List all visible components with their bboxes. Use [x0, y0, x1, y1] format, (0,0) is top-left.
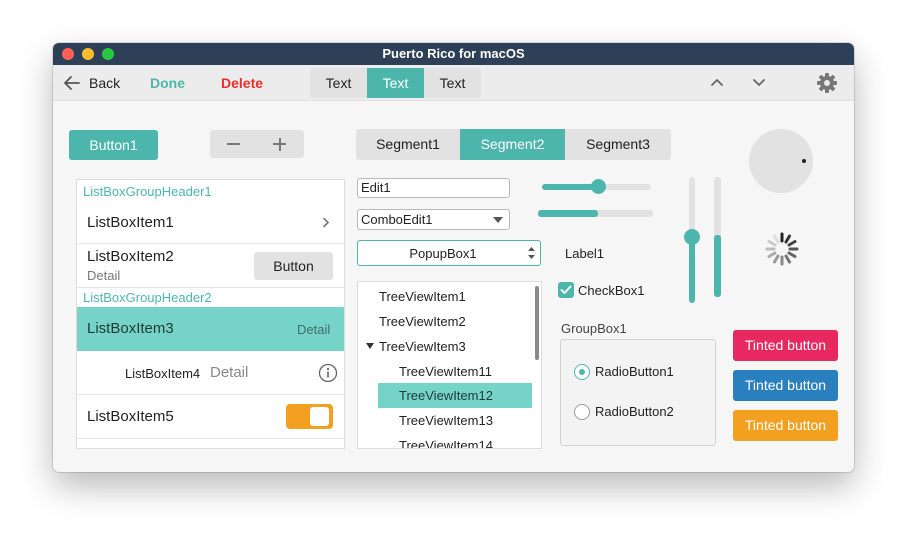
combo-edit1-value: ComboEdit1	[361, 212, 433, 227]
chevron-up-icon[interactable]	[710, 77, 724, 87]
listbox-group-header-2: ListBoxGroupHeader2	[83, 290, 212, 305]
minimize-window-button[interactable]	[82, 48, 94, 60]
toolbar-segment-3[interactable]: Text	[439, 75, 466, 91]
segment-1[interactable]: Segment1	[376, 136, 440, 152]
arrow-left-icon	[64, 76, 80, 90]
tinted-button-orange[interactable]: Tinted button	[733, 410, 838, 441]
checkbox-checked-icon	[558, 282, 574, 298]
toggle-switch[interactable]	[286, 404, 333, 429]
horizontal-progress-bar	[538, 210, 653, 217]
horizontal-progress-fill	[538, 210, 598, 217]
chevron-down-icon[interactable]	[752, 78, 766, 88]
delete-button[interactable]: Delete	[221, 75, 264, 91]
checkbox1[interactable]: CheckBox1	[558, 282, 668, 299]
expand-triangle-icon[interactable]	[366, 343, 374, 349]
toolbar-segmented-control: Text Text Text	[310, 68, 481, 98]
listbox-group-header-1: ListBoxGroupHeader1	[83, 184, 212, 199]
segment-3[interactable]: Segment3	[586, 136, 650, 152]
gear-icon[interactable]	[816, 72, 838, 94]
checkbox1-label: CheckBox1	[578, 283, 645, 298]
stepper-plus-button[interactable]	[257, 130, 304, 158]
listbox-item-4-label: ListBoxItem4	[125, 366, 201, 381]
up-down-arrows-icon	[528, 247, 535, 259]
radio-button-2[interactable]: RadioButton2	[574, 403, 704, 421]
chevron-right-icon	[323, 217, 330, 228]
minus-icon	[227, 143, 240, 145]
stepper	[210, 130, 304, 158]
popup-box1[interactable]: PopupBox1	[357, 240, 541, 266]
button1[interactable]: Button1	[69, 130, 158, 160]
back-label: Back	[89, 75, 121, 91]
edit1-value: Edit1	[361, 180, 391, 195]
tree-item-3[interactable]: TreeViewItem3	[379, 339, 466, 354]
vertical-progress-bar	[714, 177, 721, 297]
listbox-item-2-button[interactable]: Button	[254, 252, 333, 280]
vertical-slider-thumb[interactable]	[684, 229, 700, 246]
tree-item-1[interactable]: TreeViewItem1	[379, 289, 466, 304]
listbox-item-2-detail: Detail	[87, 268, 121, 283]
vertical-progress-fill	[714, 234, 721, 297]
radio-button-1[interactable]: RadioButton1	[574, 363, 704, 381]
vertical-slider[interactable]	[684, 177, 700, 303]
tree-item-14[interactable]: TreeViewItem14	[399, 438, 493, 449]
zoom-window-button[interactable]	[102, 48, 114, 60]
tree-scrollbar[interactable]	[535, 286, 539, 360]
activity-indicator-icon	[765, 232, 799, 266]
groupbox1: RadioButton1 RadioButton2	[560, 339, 716, 446]
listbox-item-5[interactable]: ListBoxItem5	[77, 395, 344, 439]
tree-view: TreeViewItem1 TreeViewItem2 TreeViewItem…	[357, 281, 542, 449]
listbox-item-4[interactable]: ListBoxItem4 Detail	[77, 351, 344, 395]
listbox-item-2[interactable]: ListBoxItem2 Detail Button	[77, 244, 344, 288]
toolbar: Back Done Delete Text Text Text	[53, 65, 854, 101]
rotary-knob[interactable]	[749, 129, 813, 193]
segment-2[interactable]: Segment2	[460, 129, 565, 160]
listbox-item-2-label: ListBoxItem2	[87, 248, 174, 265]
radio-unselected-icon	[574, 404, 590, 420]
edit1-field[interactable]: Edit1	[357, 178, 510, 198]
info-icon[interactable]	[318, 363, 338, 383]
tinted-button-pink[interactable]: Tinted button	[733, 330, 838, 361]
radio-button-2-label: RadioButton2	[595, 404, 674, 419]
horizontal-slider[interactable]	[542, 179, 651, 194]
listbox-item-4-detail: Detail	[210, 364, 249, 381]
listbox-item-1[interactable]: ListBoxItem1	[77, 201, 344, 244]
tree-item-13[interactable]: TreeViewItem13	[399, 413, 493, 428]
segmented-control: Segment1 Segment2 Segment3	[356, 129, 671, 160]
listbox-item-3-detail: Detail	[297, 322, 331, 337]
tinted-button-blue[interactable]: Tinted button	[733, 370, 838, 401]
toolbar-segment-1[interactable]: Text	[325, 75, 352, 91]
tree-item-11[interactable]: TreeViewItem11	[399, 364, 492, 379]
tree-item-12[interactable]: TreeViewItem12	[399, 388, 493, 403]
label1: Label1	[565, 246, 605, 261]
listbox-item-5-label: ListBoxItem5	[87, 408, 174, 425]
listbox-item-3[interactable]: ListBoxItem3 Detail	[77, 307, 344, 351]
vertical-slider-fill	[689, 237, 695, 303]
listbox-item-3-label: ListBoxItem3	[87, 320, 174, 337]
tree-item-2[interactable]: TreeViewItem2	[379, 314, 466, 329]
groupbox1-title: GroupBox1	[561, 321, 627, 336]
radio-selected-icon	[574, 364, 590, 380]
popup-box1-value: PopupBox1	[409, 246, 477, 261]
done-button[interactable]: Done	[150, 75, 185, 91]
listbox: ListBoxGroupHeader1 ListBoxItem1 ListBox…	[76, 179, 345, 449]
dropdown-arrow-icon[interactable]	[493, 217, 503, 223]
combo-edit1[interactable]: ComboEdit1	[357, 209, 510, 230]
toolbar-segment-2[interactable]: Text	[367, 68, 424, 98]
app-window: Puerto Rico for macOS Back Done Delete T…	[53, 43, 854, 472]
horizontal-slider-thumb[interactable]	[591, 179, 607, 194]
window-title: Puerto Rico for macOS	[382, 46, 525, 61]
tree-item-12-selected[interactable]	[378, 383, 532, 408]
listbox-item-1-label: ListBoxItem1	[87, 214, 174, 231]
knob-indicator	[802, 159, 806, 163]
close-window-button[interactable]	[62, 48, 74, 60]
stepper-minus-button[interactable]	[210, 130, 257, 158]
title-bar: Puerto Rico for macOS	[53, 43, 854, 65]
horizontal-slider-fill	[542, 184, 599, 190]
radio-button-1-label: RadioButton1	[595, 364, 674, 379]
